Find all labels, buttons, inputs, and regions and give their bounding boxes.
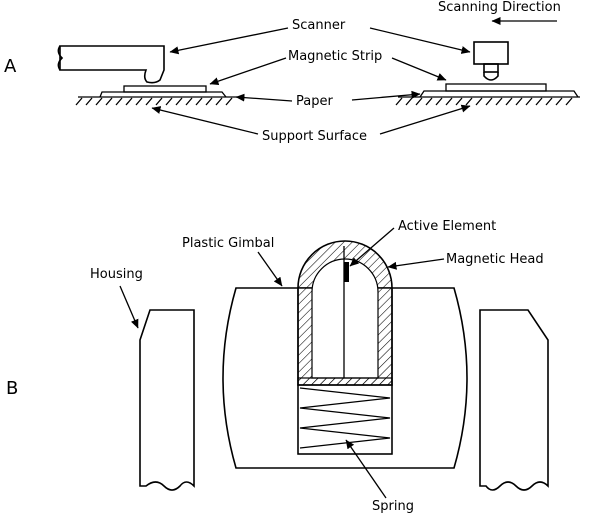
leader-arrows-b <box>120 228 444 498</box>
panel-a-label: A <box>4 56 17 77</box>
paper-right <box>420 91 578 97</box>
label-spring: Spring <box>372 499 414 514</box>
label-magnetic-strip: Magnetic Strip <box>288 49 382 64</box>
magnetic-strip-right <box>446 84 546 91</box>
magnetic-strip-left <box>124 86 206 92</box>
label-paper: Paper <box>296 94 333 109</box>
support-surface-left <box>76 97 238 105</box>
scanner-left <box>58 46 164 83</box>
paper-left <box>100 92 226 97</box>
support-surface-right <box>396 97 580 105</box>
active-element <box>344 262 349 282</box>
label-active-element: Active Element <box>398 219 496 234</box>
label-support-surface: Support Surface <box>262 129 367 144</box>
label-plastic-gimbal: Plastic Gimbal <box>182 236 274 251</box>
label-scanner: Scanner <box>292 18 346 33</box>
label-magnetic-head: Magnetic Head <box>446 252 544 267</box>
label-scanning-direction: Scanning Direction <box>438 0 561 15</box>
panel-b-label: B <box>6 378 18 399</box>
label-housing: Housing <box>90 267 143 282</box>
housing-left <box>140 310 194 490</box>
scanner-right <box>474 42 508 80</box>
housing-right <box>480 310 548 490</box>
